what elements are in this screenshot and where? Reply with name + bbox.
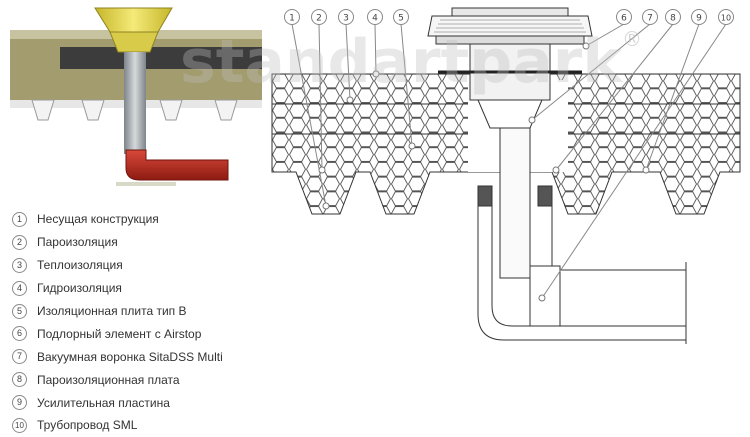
legend-label: Несущая конструкция (37, 212, 159, 227)
legend-label: Пароизоляция (37, 235, 118, 250)
pipe-vertical (499, 127, 531, 279)
callout-6: 6 (616, 9, 632, 25)
legend-item: 10 Трубопровод SML (12, 414, 272, 437)
pipe-elbow-inner (551, 206, 686, 271)
callout-10: 10 (718, 9, 734, 25)
callout-label: 6 (621, 14, 627, 24)
callout-5: 5 (393, 9, 409, 25)
legend-item: 2 Пароизоляция (12, 231, 272, 254)
callout-4: 4 (367, 9, 383, 25)
legend-label: Вакуумная воронка SitaDSS Multi (37, 349, 223, 364)
legend: 1 Несущая конструкция 2 Пароизоляция 3 Тепл… (12, 208, 272, 437)
legend-item: 3 Теплоизоляция (12, 254, 272, 277)
legend-number-badge: 8 (12, 372, 27, 388)
membrane-layer (60, 47, 262, 69)
callout-8: 8 (665, 9, 681, 25)
callout-dots (318, 42, 650, 302)
legend-number-badge: 4 (12, 280, 27, 296)
legend-item: 1 Несущая конструкция (12, 208, 272, 231)
callout-label: 5 (398, 14, 404, 24)
drain-body (109, 31, 159, 53)
thumbnail-pipe-elbow (125, 149, 229, 181)
legend-number-badge: 10 (12, 417, 27, 433)
dome-top (451, 7, 569, 17)
callout-label: 7 (647, 14, 653, 24)
technical-drawing (271, 7, 741, 344)
legend-number-badge: 3 (12, 257, 27, 273)
callout-label: 1 (289, 14, 295, 24)
callout-label: 10 (721, 14, 731, 23)
callout-1: 1 (284, 9, 300, 25)
legend-number-badge: 7 (12, 349, 27, 365)
legend-number-badge: 6 (12, 326, 27, 342)
pipe-shadow (116, 182, 176, 186)
watermark-text: standartpark (180, 27, 624, 97)
legend-number-badge: 2 (12, 234, 27, 250)
pipe-elbow-wall (491, 206, 686, 327)
legend-item: 5 Изоляционная плита тип В (12, 300, 272, 323)
legend-item: 6 Подлорный элемент с Airstop (12, 322, 272, 345)
legend-number-badge: 9 (12, 395, 27, 411)
callout-9: 9 (691, 9, 707, 25)
legend-item: 8 Пароизоляционная плата (12, 368, 272, 391)
drain-cap-icon (94, 7, 173, 33)
callout-numbers: 1 2 3 4 5 6 7 8 9 10 (284, 9, 734, 25)
pipe-coupling (529, 265, 561, 327)
legend-label: Подлорный элемент с Airstop (37, 326, 202, 341)
pipe-elbow-outer (477, 206, 686, 341)
callout-label: 2 (316, 14, 322, 24)
deck-teeth (31, 99, 238, 121)
callout-label: 9 (696, 14, 702, 24)
legend-item: 4 Гидроизоляция (12, 277, 272, 300)
callout-label: 3 (343, 14, 349, 24)
callout-leaders (291, 23, 727, 299)
callout-label: 4 (372, 14, 378, 24)
legend-label: Трубопровод SML (37, 418, 138, 433)
callout-2: 2 (311, 9, 327, 25)
thumbnail-section (10, 7, 262, 186)
clamp-right (537, 185, 553, 207)
callout-3: 3 (338, 9, 354, 25)
legend-label: Пароизоляционная плата (37, 372, 180, 387)
legend-number-badge: 1 (12, 211, 27, 227)
legend-item: 7 Вакуумная воронка SitaDSS Multi (12, 345, 272, 368)
callout-label: 8 (670, 14, 676, 24)
callout-7: 7 (642, 9, 658, 25)
legend-number-badge: 5 (12, 303, 27, 319)
thumbnail-pipe-vertical (124, 52, 146, 154)
clamp-left (477, 185, 493, 207)
dome-grid (434, 19, 586, 33)
legend-label: Изоляционная плита тип В (37, 304, 187, 318)
legend-label: Гидроизоляция (37, 281, 122, 296)
legend-item: 9 Усилительная пластина (12, 391, 272, 414)
legend-label: Теплоизоляция (37, 258, 123, 273)
watermark-registered-mark: ® (622, 27, 642, 51)
legend-label: Усилительная пластина (37, 395, 170, 410)
